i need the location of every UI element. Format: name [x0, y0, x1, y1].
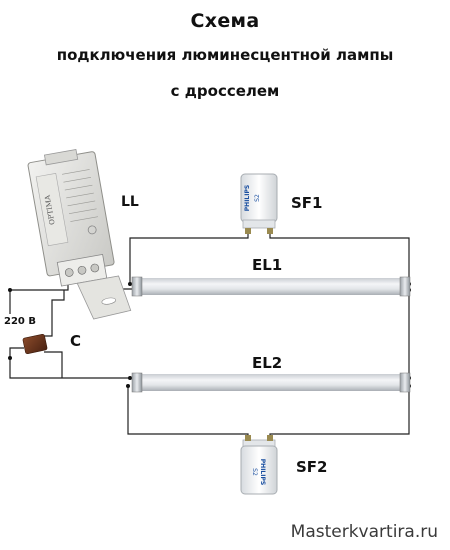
wires: [9, 234, 410, 440]
wire-sf2-left: [127, 386, 249, 440]
wire-supply-top: [9, 284, 69, 314]
lamp-el2: [131, 372, 411, 393]
lamp-el2-label: EL2: [252, 354, 283, 372]
starter-sf2: PHILIPS S2: [240, 435, 278, 495]
ballast-choke: OPTIMA: [27, 149, 132, 320]
diagram-title: Схема: [190, 10, 260, 32]
capacitor: [22, 333, 48, 355]
wire-supply-bottom: [9, 358, 132, 379]
sf2-model-text: S2: [251, 468, 258, 476]
wire-sf1-right: [269, 234, 410, 284]
wire-junctions: [8, 282, 411, 388]
voltage-label: 220 В: [4, 316, 36, 327]
wire-cap-bottom: [44, 351, 63, 378]
wire-sf2-right: [269, 386, 410, 440]
diagram-subtitle-line2: с дросселем: [170, 82, 280, 100]
starter-sf2-label: SF2: [296, 458, 328, 476]
starter-sf1-label: SF1: [291, 194, 323, 212]
diagram-subtitle-line1: подключения люминесцентной лампы: [56, 46, 394, 64]
sf1-model-text: S2: [254, 194, 261, 202]
lamp-el1-label: EL1: [252, 256, 283, 274]
wire-sf1-left: [129, 234, 249, 284]
sf2-brand-text: PHILIPS: [259, 459, 266, 485]
wire-cap-left: [9, 347, 24, 358]
ballast-label: LL: [121, 194, 139, 210]
capacitor-label: C: [70, 332, 82, 350]
wire-cap-top: [44, 290, 65, 337]
watermark: Masterkvartira.ru: [290, 522, 438, 542]
lamp-el1: [131, 276, 411, 297]
starter-sf1: PHILIPS S2: [240, 173, 278, 234]
sf1-brand-text: PHILIPS: [244, 185, 251, 211]
